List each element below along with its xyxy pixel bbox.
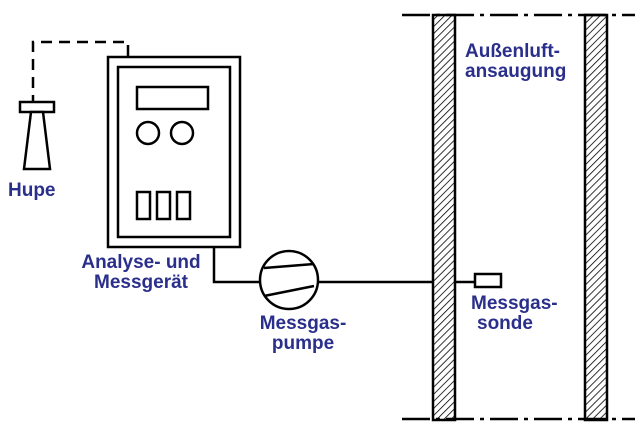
probe-label-line-1: Messgas- — [471, 293, 558, 314]
duct-label-line-1: Außenluft- — [465, 41, 560, 62]
analyzer-label-line-1: Analyse- und — [81, 252, 201, 273]
probe-icon — [455, 272, 503, 289]
duct-wall-left — [431, 13, 457, 422]
analyzer-knob-right — [169, 120, 195, 146]
pump-label-line-1: Messgas- — [259, 313, 347, 334]
pump-icon — [258, 249, 320, 311]
duct-wall-right — [583, 13, 609, 422]
pump-label: Messgas- pumpe — [240, 314, 366, 354]
probe-label: Messgas- sonde — [471, 294, 558, 334]
probe-label-line-2: sonde — [477, 313, 533, 334]
horn-label: Hupe — [8, 181, 56, 201]
horn-icon — [18, 100, 56, 171]
analyzer-digit-2 — [155, 190, 172, 221]
analyzer-knob-left — [135, 120, 161, 146]
horn-label-text: Hupe — [8, 180, 56, 201]
analyzer-digit-3 — [175, 190, 192, 221]
analyzer-label: Analyse- und Messgerät — [62, 253, 220, 293]
analyzer-display — [135, 85, 210, 111]
analyzer-digit-1 — [135, 190, 152, 221]
analyzer-device — [106, 55, 242, 249]
analyzer-label-line-2: Messgerät — [94, 272, 188, 293]
gas-line — [212, 247, 433, 284]
pump-label-line-2: pumpe — [271, 333, 335, 354]
duct-label-line-2: ansaugung — [465, 61, 567, 82]
signal-line-dashed — [31, 40, 130, 102]
duct-label: Außenluft- ansaugung — [465, 42, 566, 82]
